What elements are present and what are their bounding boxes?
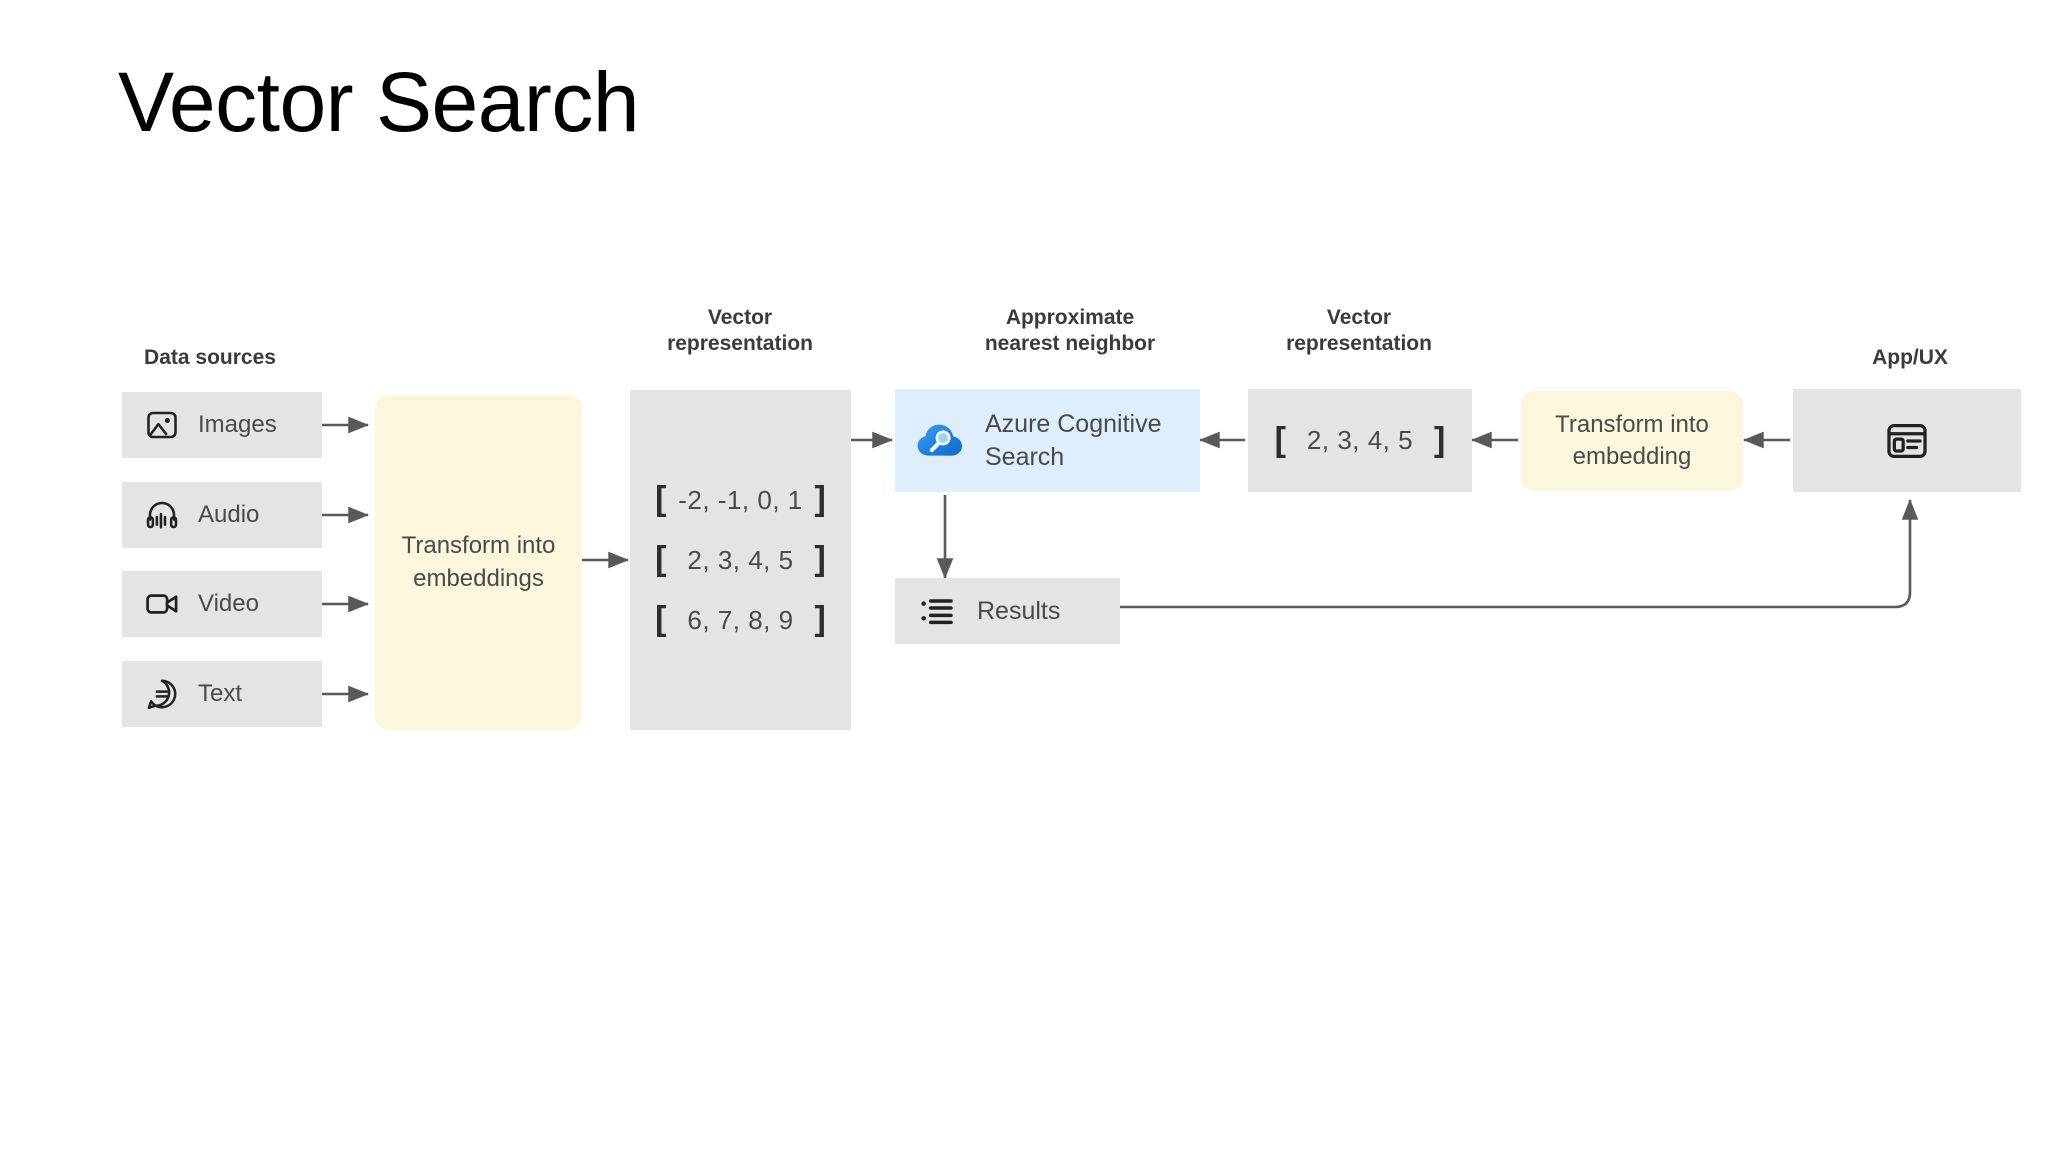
- vector-row: [ 2, 3, 4, 5 ]: [655, 540, 826, 578]
- vector-representation-left-box[interactable]: [ -2, -1, 0, 1 ] [ 2, 3, 4, 5 ] [ 6, 7, …: [630, 390, 851, 730]
- vector-values: 2, 3, 4, 5: [687, 544, 794, 575]
- bracket-close: ]: [814, 600, 826, 638]
- azure-cognitive-search-label: Azure Cognitive Search: [985, 410, 1162, 471]
- arrow-results-to-appux: [1120, 498, 1919, 609]
- results-label: Results: [977, 597, 1061, 625]
- data-source-label: Text: [198, 679, 243, 707]
- heading-vector-representation-left: Vector representation: [667, 306, 813, 356]
- vector-values: -2, -1, 0, 1: [678, 484, 803, 515]
- chat-bubble-icon: [144, 676, 180, 712]
- data-source-text[interactable]: Text: [122, 661, 322, 727]
- bulleted-list-icon: [917, 591, 957, 631]
- vector-values: 6, 7, 8, 9: [687, 604, 794, 635]
- app-ux-box[interactable]: [1793, 389, 2021, 492]
- heading-data-sources: Data sources: [144, 346, 276, 369]
- transform-into-embeddings-label: Transform into embeddings: [401, 532, 556, 592]
- bracket-open: [: [655, 600, 667, 638]
- bracket-close: ]: [814, 480, 826, 518]
- vector-row: [ 6, 7, 8, 9 ]: [655, 600, 826, 638]
- vector-representation-right-box[interactable]: [ 2, 3, 4, 5 ]: [1248, 389, 1472, 492]
- heading-app-ux: App/UX: [1872, 346, 1948, 369]
- vector-row: [ -2, -1, 0, 1 ]: [655, 480, 826, 518]
- page-title: Vector Search: [118, 55, 640, 149]
- vector-row: [ 2, 3, 4, 5 ]: [1274, 420, 1446, 459]
- results-box[interactable]: Results: [895, 578, 1120, 644]
- bracket-open: [: [1274, 420, 1286, 459]
- data-source-audio[interactable]: Audio: [122, 482, 322, 548]
- data-source-images[interactable]: Images: [122, 392, 322, 458]
- app-window-icon: [1884, 418, 1930, 464]
- transform-into-embedding-box[interactable]: Transform into embedding: [1521, 391, 1743, 491]
- vector-values: 2, 3, 4, 5: [1306, 425, 1414, 455]
- transform-into-embeddings-box[interactable]: Transform into embeddings: [375, 395, 582, 730]
- data-source-label: Video: [198, 589, 259, 617]
- bracket-open: [: [655, 540, 667, 578]
- data-source-label: Audio: [198, 500, 260, 528]
- image-icon: [144, 407, 180, 443]
- heading-approximate-nearest-neighbor: Approximate nearest neighbor: [984, 306, 1156, 356]
- data-source-label: Images: [198, 410, 277, 438]
- azure-search-cloud-icon: [913, 413, 969, 469]
- video-camera-icon: [144, 586, 180, 622]
- heading-vector-representation-right: Vector representation: [1286, 306, 1432, 356]
- bracket-open: [: [655, 480, 667, 518]
- headphones-icon: [144, 497, 180, 533]
- azure-cognitive-search-box[interactable]: Azure Cognitive Search: [895, 389, 1200, 492]
- bracket-close: ]: [1434, 420, 1446, 459]
- data-source-video[interactable]: Video: [122, 571, 322, 637]
- transform-into-embedding-label: Transform into embedding: [1555, 410, 1709, 470]
- bracket-close: ]: [814, 540, 826, 578]
